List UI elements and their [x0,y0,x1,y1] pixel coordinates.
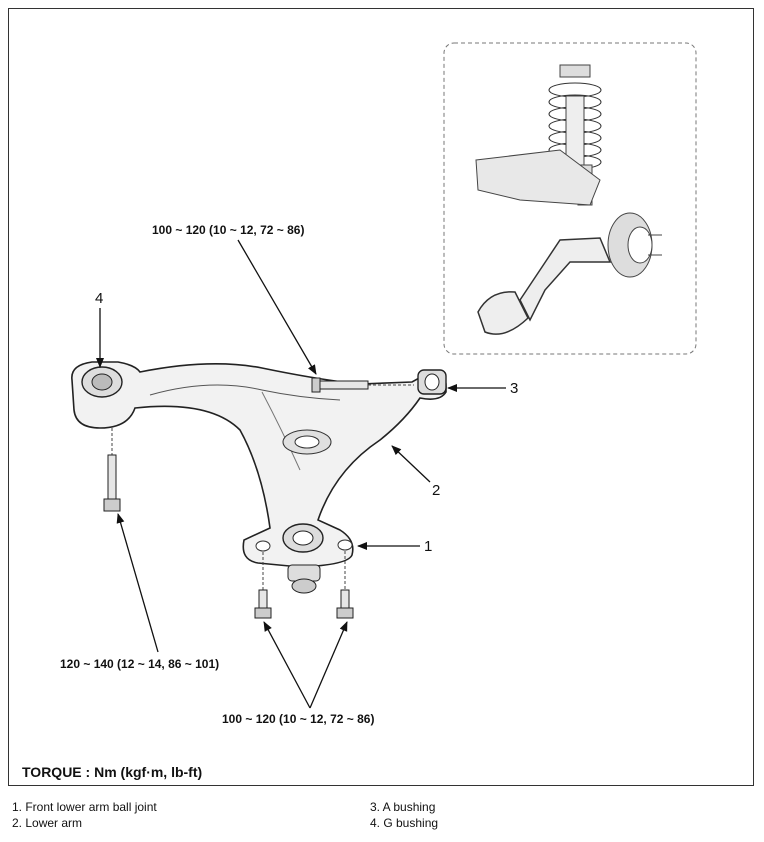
g-bushing-bolt [103,428,121,512]
callout-2: 2 [432,482,441,499]
g-bolt-torque-label: 120 ~ 140 (12 ~ 14, 86 ~ 101) [60,657,220,671]
lower-arm [71,361,447,594]
legend-item-1: 1. Front lower arm ball joint [12,800,157,814]
callout-3: 3 [510,380,519,397]
callout-4: 4 [95,290,104,307]
legend-item-2: 2. Lower arm [12,816,83,830]
torque-unit-note: TORQUE : Nm (kgf·m, lb-ft) [22,764,203,780]
callout-1: 1 [424,538,433,555]
top-bolt-torque-label: 100 ~ 120 (10 ~ 12, 72 ~ 86) [152,223,305,237]
diagram-frame [8,8,754,786]
legend-item-4: 4. G bushing [370,816,439,830]
location-inset [443,42,697,355]
top-bolt [311,377,414,393]
ball-joint-bolts [254,551,354,619]
ball-joint-bolt-torque-label: 100 ~ 120 (10 ~ 12, 72 ~ 86) [222,712,375,726]
legend-item-3: 3. A bushing [370,800,436,814]
